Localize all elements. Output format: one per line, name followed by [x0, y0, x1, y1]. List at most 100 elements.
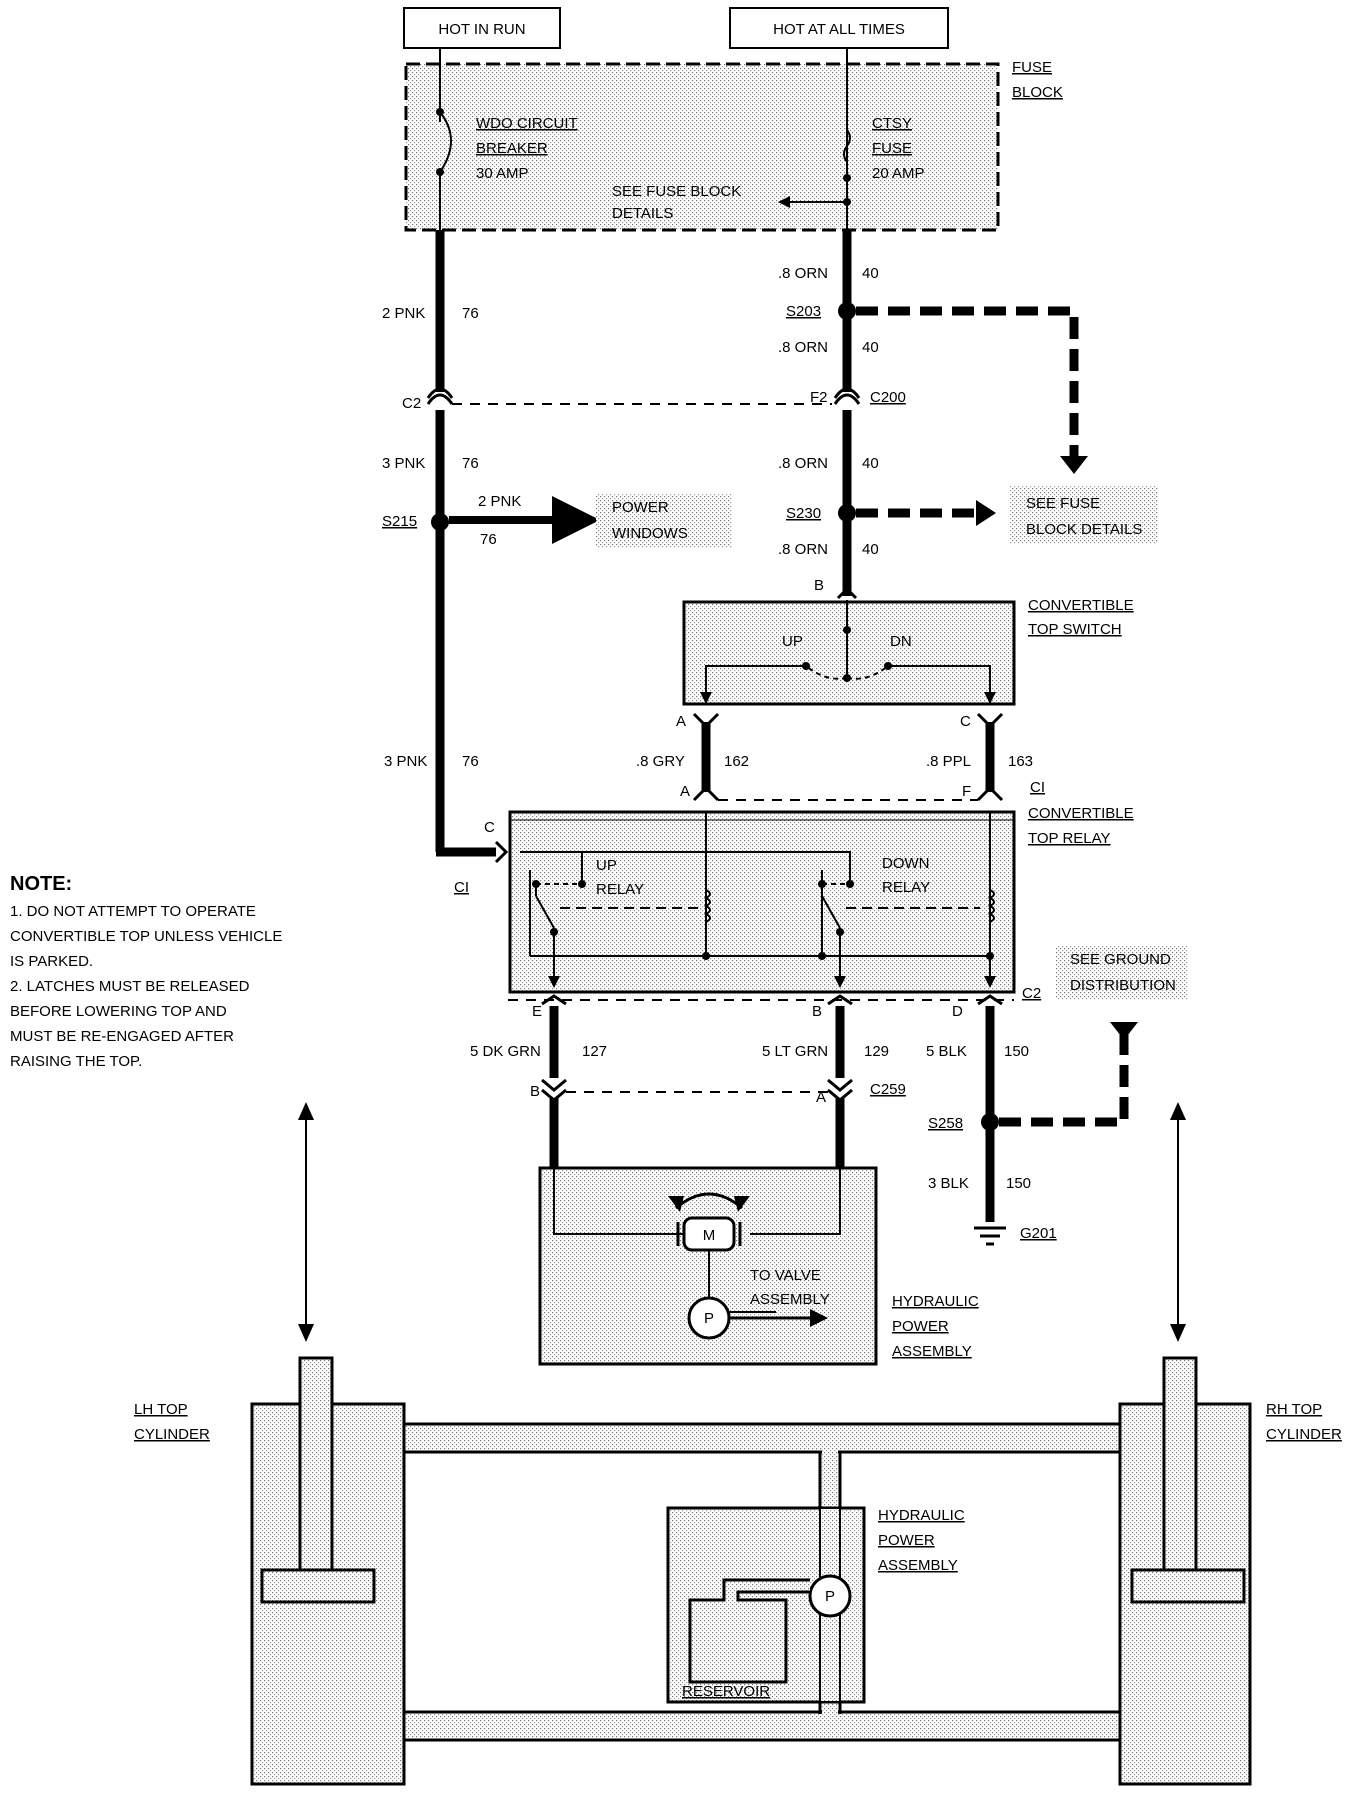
hydraulic-power-assembly-motor: M P TO VALVE ASSEMBLY HYDRAULIC POWER AS…	[538, 1166, 979, 1366]
circuit-127-129-150-wires: E B D C2 5 DK GRN 127 5 LT GRN 129 5 BLK…	[470, 985, 1138, 1246]
splice-s203	[838, 302, 856, 320]
svg-text:3 PNK: 3 PNK	[384, 753, 427, 770]
convertible-top-switch: UP DN CONVERTIBLE TOP SWITCH	[682, 586, 1134, 706]
svg-text:BREAKER: BREAKER	[476, 140, 548, 157]
svg-text:MUST BE RE-ENGAGED AFTER: MUST BE RE-ENGAGED AFTER	[10, 1028, 234, 1045]
svg-text:E: E	[532, 1003, 542, 1020]
svg-text:TOP RELAY: TOP RELAY	[1028, 830, 1111, 847]
svg-text:76: 76	[462, 753, 479, 770]
pump-icon	[808, 1574, 852, 1618]
svg-text:CONVERTIBLE TOP UNLESS VEHICLE: CONVERTIBLE TOP UNLESS VEHICLE	[10, 928, 282, 945]
hot-in-run-box: HOT IN RUN	[403, 7, 561, 49]
svg-text:IS PARKED.: IS PARKED.	[10, 953, 93, 970]
fuse-icon	[843, 129, 851, 163]
svg-text:TOP SWITCH: TOP SWITCH	[1028, 621, 1122, 638]
svg-text:76: 76	[462, 305, 479, 322]
svg-text:CONVERTIBLE: CONVERTIBLE	[1028, 805, 1134, 822]
svg-text:76: 76	[462, 455, 479, 472]
svg-text:POWER: POWER	[892, 1318, 949, 1335]
svg-text:DETAILS: DETAILS	[612, 205, 673, 222]
svg-text:C: C	[484, 819, 495, 836]
svg-text:HOT IN RUN: HOT IN RUN	[438, 21, 525, 38]
lh-top-cylinder: LH TOP CYLINDER	[134, 1356, 406, 1786]
svg-text:WINDOWS: WINDOWS	[612, 525, 688, 542]
ground-icon	[974, 1226, 1006, 1246]
svg-text:P: P	[825, 1588, 835, 1605]
svg-text:UP: UP	[782, 633, 803, 650]
fuse-block: FUSE BLOCK WDO CIRCUIT BREAKER 30 AMP CT…	[404, 48, 1063, 232]
connector-c2-left	[426, 387, 454, 405]
svg-text:CONVERTIBLE: CONVERTIBLE	[1028, 597, 1134, 614]
svg-text:A: A	[816, 1089, 826, 1106]
svg-text:1. DO NOT ATTEMPT TO OPERATE: 1. DO NOT ATTEMPT TO OPERATE	[10, 903, 256, 920]
see-ground-distribution-label: SEE GROUND DISTRIBUTION	[1056, 946, 1188, 1000]
svg-text:P: P	[704, 1310, 714, 1327]
svg-text:BLOCK DETAILS: BLOCK DETAILS	[1026, 521, 1142, 538]
svg-text:TO VALVE: TO VALVE	[750, 1267, 821, 1284]
svg-text:CI: CI	[1030, 779, 1045, 796]
circuit-162-163-wires: A C .8 GRY 162 .8 PPL 163 A F C CI CI	[454, 712, 1045, 896]
svg-text:BLOCK: BLOCK	[1012, 84, 1063, 101]
circuit-40-wire: .8 ORN 40 S203 .8 ORN 40 F2 C200 .8 ORN …	[778, 230, 1088, 596]
svg-text:A: A	[676, 713, 686, 730]
svg-text:2 PNK: 2 PNK	[382, 305, 425, 322]
svg-text:76: 76	[480, 531, 497, 548]
svg-text:FUSE: FUSE	[1012, 59, 1052, 76]
note-block: NOTE: 1. DO NOT ATTEMPT TO OPERATE CONVE…	[10, 873, 282, 1070]
svg-text:SEE FUSE: SEE FUSE	[1026, 495, 1100, 512]
svg-text:CYLINDER: CYLINDER	[1266, 1426, 1342, 1443]
svg-text:F: F	[962, 783, 971, 800]
svg-text:.8 ORN: .8 ORN	[778, 339, 828, 356]
svg-text:SEE GROUND: SEE GROUND	[1070, 951, 1171, 968]
svg-text:C: C	[960, 713, 971, 730]
svg-text:C2: C2	[1022, 985, 1041, 1002]
svg-text:B: B	[530, 1083, 540, 1100]
svg-text:ASSEMBLY: ASSEMBLY	[878, 1557, 958, 1574]
svg-text:RH TOP: RH TOP	[1266, 1401, 1322, 1418]
svg-text:RESERVOIR: RESERVOIR	[682, 1683, 770, 1700]
svg-text:WDO CIRCUIT: WDO CIRCUIT	[476, 115, 578, 132]
svg-text:SEE FUSE BLOCK: SEE FUSE BLOCK	[612, 183, 741, 200]
svg-text:.8 ORN: .8 ORN	[778, 541, 828, 558]
svg-text:RELAY: RELAY	[596, 881, 644, 898]
svg-text:NOTE:: NOTE:	[10, 873, 72, 895]
svg-text:3 BLK: 3 BLK	[928, 1175, 969, 1192]
svg-text:CTSY: CTSY	[872, 115, 912, 132]
svg-text:2 PNK: 2 PNK	[478, 493, 521, 510]
rh-top-cylinder: RH TOP CYLINDER	[1118, 1356, 1342, 1786]
svg-text:C259: C259	[870, 1081, 906, 1098]
svg-text:40: 40	[862, 339, 879, 356]
circuit-76-wire: 2 PNK 76 C2 3 PNK 76 S215 2 PNK 76 3 PNK…	[382, 230, 600, 864]
svg-text:3 PNK: 3 PNK	[382, 455, 425, 472]
svg-text:S203: S203	[786, 303, 821, 320]
svg-text:BEFORE LOWERING TOP AND: BEFORE LOWERING TOP AND	[10, 1003, 227, 1020]
power-windows-label: POWER WINDOWS	[596, 494, 732, 548]
svg-text:HYDRAULIC: HYDRAULIC	[878, 1507, 965, 1524]
movement-arrows	[298, 1102, 1186, 1342]
see-fuse-block-details-label: SEE FUSE BLOCK DETAILS	[1010, 486, 1158, 544]
svg-text:C200: C200	[870, 389, 906, 406]
svg-text:F2: F2	[810, 389, 828, 406]
svg-text:S215: S215	[382, 513, 417, 530]
svg-text:5 BLK: 5 BLK	[926, 1043, 967, 1060]
svg-text:5 DK GRN: 5 DK GRN	[470, 1043, 541, 1060]
svg-text:ASSEMBLY: ASSEMBLY	[892, 1343, 972, 1360]
svg-text:DN: DN	[890, 633, 912, 650]
svg-text:CI: CI	[454, 879, 469, 896]
svg-text:40: 40	[862, 541, 879, 558]
svg-text:LH TOP: LH TOP	[134, 1401, 188, 1418]
svg-text:163: 163	[1008, 753, 1033, 770]
svg-text:S258: S258	[928, 1115, 963, 1132]
svg-text:S230: S230	[786, 505, 821, 522]
svg-text:.8 PPL: .8 PPL	[926, 753, 971, 770]
hydraulic-power-assembly-reservoir: P RESERVOIR HYDRAULIC POWER ASSEMBLY	[666, 1506, 965, 1704]
svg-text:B: B	[814, 577, 824, 594]
svg-text:.8 ORN: .8 ORN	[778, 455, 828, 472]
svg-text:B: B	[812, 1003, 822, 1020]
svg-text:FUSE: FUSE	[872, 140, 912, 157]
svg-text:POWER: POWER	[612, 499, 669, 516]
svg-text:127: 127	[582, 1043, 607, 1060]
up-relay-coil-icon	[703, 889, 711, 923]
svg-text:POWER: POWER	[878, 1532, 935, 1549]
